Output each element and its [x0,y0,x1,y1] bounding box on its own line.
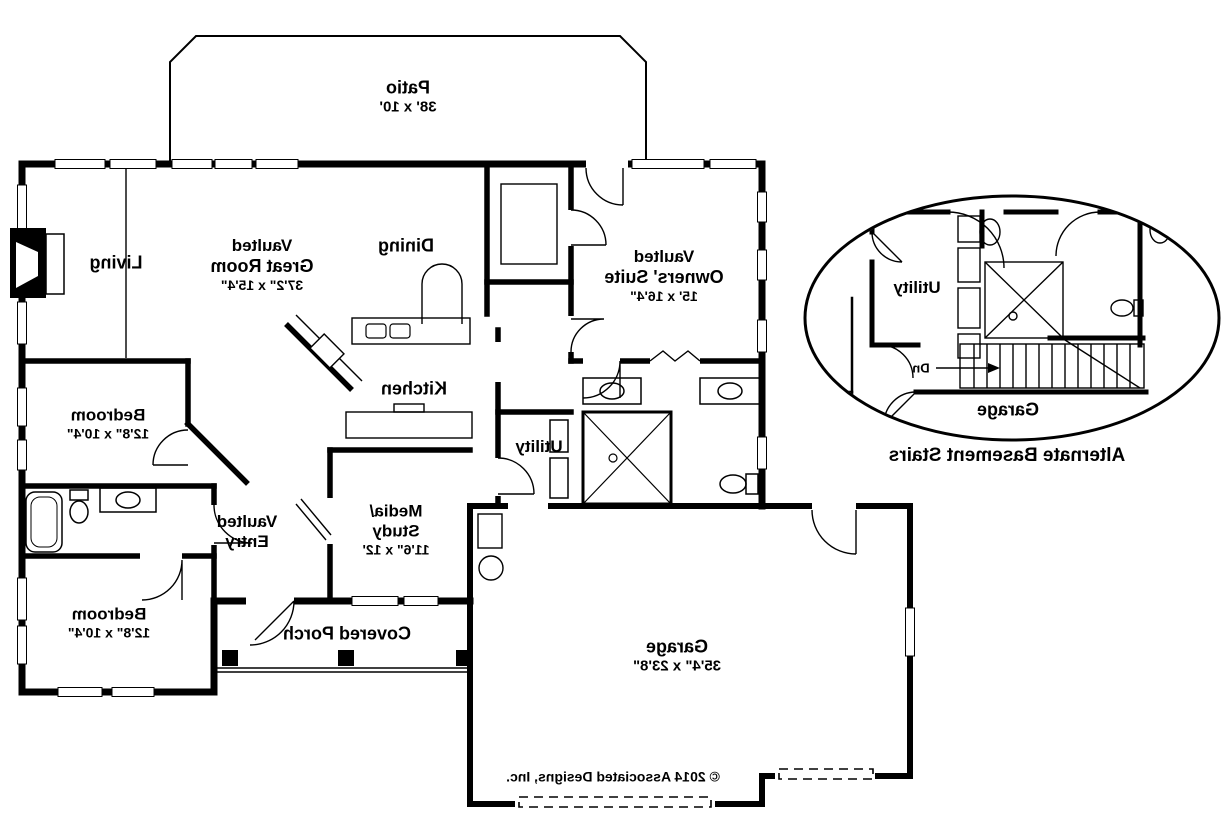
stairs [959,343,1145,389]
room-name: Utility [515,436,563,456]
fireplace [10,228,65,298]
room-label-covered-porch: Covered Porch [283,623,411,644]
room-name: Bedroom [70,405,146,425]
basement-stairs-inset [803,194,1221,442]
copyright-text: © 2014 Associated Designs, Inc. [506,768,720,785]
room-label-living: Living [90,252,143,273]
room-name: Garage [976,399,1040,420]
hall-bath-fixtures [25,487,157,553]
room-name-line1: Media/ [369,501,423,521]
room-name: Bedroom [71,604,147,624]
dn-arrow [936,363,1000,373]
patio-outline [169,35,647,162]
room-name: Patio [386,77,431,98]
room-name: Great Room [210,256,314,277]
room-label-owners-suite: Vaulted Owners' Suite 15' x 16'4" [604,247,723,305]
room-name: Living [89,252,143,273]
room-dims: 12'8" x 10'4" [66,425,150,442]
bath-fixtures [549,350,761,506]
room-label-kitchen: Kitchen [381,378,447,399]
porch [214,650,472,673]
room-dims: 12'8" x 10'4" [67,624,151,641]
thin-lines [125,168,558,581]
room-label-media-study: Media/ Study 11'6" x 12' [362,502,429,559]
room-name: Covered Porch [282,623,412,644]
inset-label-garage: Garage [977,399,1039,420]
room-dims: 37'2" x 15'4" [220,277,304,294]
room-label-great-room: Vaulted Great Room 37'2" x 15'4" [210,236,313,294]
room-dims: 35'4" x 23'8" [632,657,722,675]
inset-caption: Alternate Basement Stairs [888,444,1126,466]
room-label-patio: Patio 38' x 10' [379,78,436,117]
room-name: Dining [378,235,434,256]
room-name: Owners' Suite [604,267,724,288]
garage-doors [515,768,875,810]
room-prefix: Vaulted [231,236,293,256]
inset-label-utility: Utility [893,278,940,298]
room-label-dining: Dining [378,235,434,256]
room-dims: 38' x 10' [379,98,437,116]
room-dims: 15' x 16'4" [630,288,698,305]
room-name: Utility [893,277,941,297]
room-name: Entry [225,532,269,551]
room-label-garage: Garage 35'4" x 23'8" [633,637,721,676]
room-prefix: Vaulted [633,247,695,267]
kitchen-fixtures [284,263,473,439]
inset-label-dn: Dn [912,360,930,376]
room-label-bedroom-lower: Bedroom 12'8" x 10'4" [68,605,150,642]
room-prefix: Vaulted [216,511,278,531]
room-label-entry: Vaulted Entry [217,512,277,552]
room-dims: 11'6" x 12' [362,541,430,558]
windows [17,158,915,697]
room-name: Garage [645,636,709,657]
room-label-utility: Utility [515,437,562,457]
room-name: Kitchen [380,378,448,399]
room-label-bedroom-upper: Bedroom 12'8" x 10'4" [67,406,149,443]
door-swings [141,167,857,646]
room-name-line2: Study [372,521,420,541]
